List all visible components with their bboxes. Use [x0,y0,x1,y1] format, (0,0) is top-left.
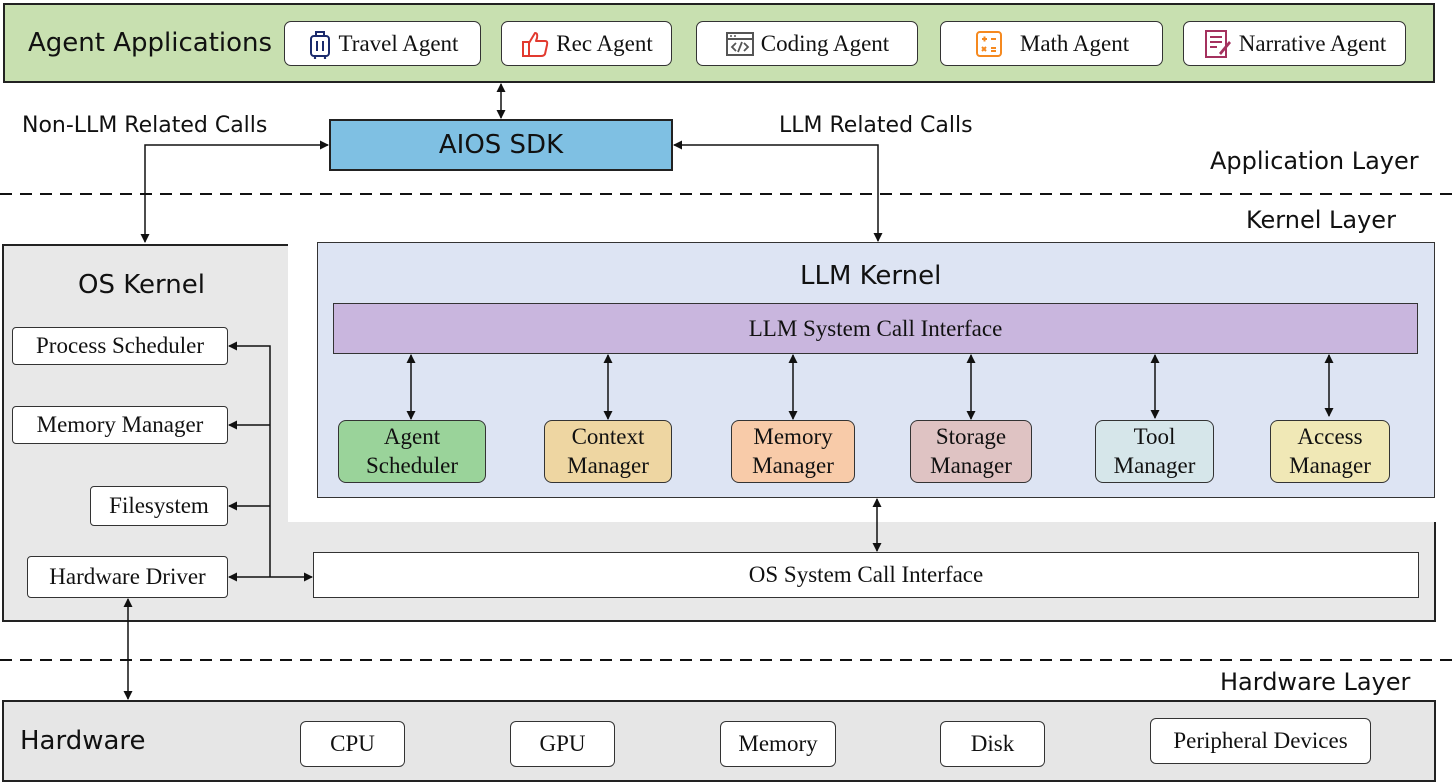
peripheral-devices-box[interactable]: Peripheral Devices [1150,718,1371,764]
kernel-layer-label: Kernel Layer [1246,206,1396,234]
hardware-driver-box[interactable]: Hardware Driver [27,556,228,598]
module-line1: Tool [1133,423,1176,449]
module-line2: Scheduler [366,452,458,478]
module-line2: Manager [1289,452,1371,478]
process-scheduler-box[interactable]: Process Scheduler [12,327,228,365]
thumbs-up-icon [522,31,549,57]
llm-kernel-title: LLM Kernel [800,261,942,291]
rec-agent-card[interactable]: Rec Agent [501,21,672,66]
os-kernel-title: OS Kernel [78,270,205,300]
sdk-to-llm-kernel-arrow [673,140,883,242]
module-line2: Manager [752,452,834,478]
module-line1: Agent [383,423,441,449]
hardware-layer-label: Hardware Layer [1220,668,1411,696]
module-line1: Storage [935,423,1007,449]
travel-agent-card[interactable]: Travel Agent [284,21,481,66]
filesystem-box[interactable]: Filesystem [90,486,228,526]
disk-box[interactable]: Disk [940,721,1045,767]
code-window-icon [725,31,754,56]
module-line2: Manager [567,452,649,478]
narrative-agent-card[interactable]: Narrative Agent [1183,21,1406,66]
os-system-call-interface[interactable]: OS System Call Interface [313,552,1419,598]
module-line1: Memory [753,423,833,449]
travel-agent-label: Travel Agent [338,30,459,56]
memory-manager-box[interactable]: Memory Manager [12,406,228,444]
rec-agent-label: Rec Agent [556,30,653,56]
module-line2: Manager [1113,452,1196,478]
math-agent-label: Math Agent [1019,30,1130,56]
agent-applications-title: Agent Applications [28,28,273,58]
suitcase-icon [309,30,330,59]
non-llm-calls-label: Non-LLM Related Calls [22,113,268,138]
module-line1: Context [571,423,645,449]
llm-calls-label: LLM Related Calls [779,113,973,138]
aios-sdk-box[interactable]: AIOS SDK [329,119,673,171]
llm-kernel-region [317,242,1435,498]
gpu-box[interactable]: GPU [510,721,615,767]
sdk-to-os-kernel-arrow [140,140,329,243]
coding-agent-label: Coding Agent [760,30,890,56]
memory-box[interactable]: Memory [720,721,836,767]
cpu-box[interactable]: CPU [300,721,405,767]
coding-agent-card[interactable]: Coding Agent [696,21,918,66]
llm-system-call-interface[interactable]: LLM System Call Interface [333,303,1418,354]
math-agent-card[interactable]: Math Agent [940,21,1163,66]
calculator-icon [975,30,1002,57]
narrative-agent-label: Narrative Agent [1238,30,1387,56]
hardware-title: Hardware [20,726,146,756]
document-pen-icon [1204,29,1231,58]
application-layer-label: Application Layer [1210,147,1419,175]
module-line2: Manager [930,452,1012,478]
module-line1: Access [1297,423,1363,449]
